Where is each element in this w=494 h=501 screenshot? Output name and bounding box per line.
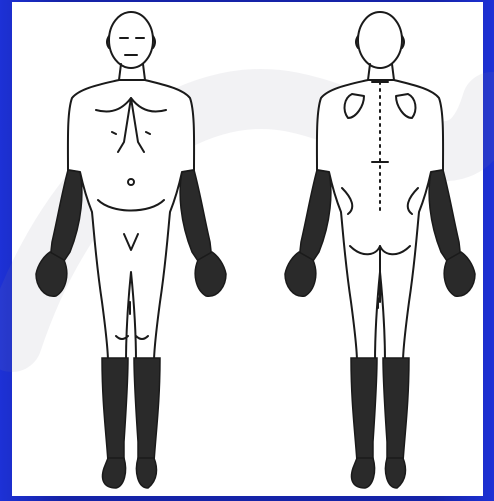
back-right-forearm-shaded [429,170,461,264]
back-head [358,12,402,68]
back-right-hand-shaded [444,252,475,296]
back-left-forearm-shaded [299,170,331,264]
body-back-view [12,2,483,496]
back-left-foot-shaded [352,458,375,488]
diagram-panel [12,2,483,496]
back-torso [317,80,443,362]
back-left-lower-leg-shaded [351,358,377,462]
back-right-lower-leg-shaded [383,358,409,462]
back-left-hand-shaded [285,252,316,296]
back-right-foot-shaded [385,458,405,488]
